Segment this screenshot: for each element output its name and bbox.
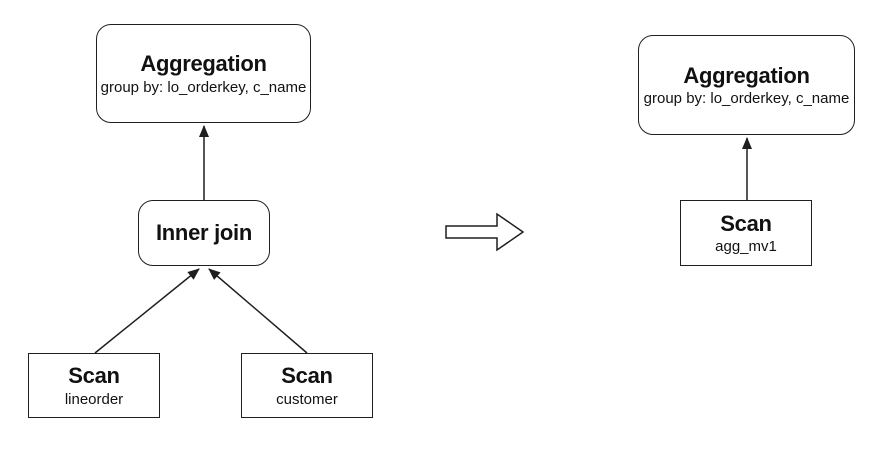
- node-aggregation-before: Aggregation group by: lo_orderkey, c_nam…: [96, 24, 311, 123]
- node-title: Aggregation: [140, 51, 267, 77]
- transform-right-arrow-icon: [445, 212, 525, 252]
- node-title: Scan: [68, 363, 120, 389]
- node-subtitle: agg_mv1: [715, 238, 777, 256]
- edge-scan-customer-to-inner-join: [208, 268, 308, 354]
- node-subtitle: customer: [276, 390, 338, 408]
- node-title: Inner join: [155, 220, 252, 246]
- node-inner-join: Inner join: [138, 200, 270, 266]
- node-scan-lineorder: Scan lineorder: [28, 353, 160, 418]
- edge-scan-lineorder-to-inner-join: [94, 268, 200, 354]
- node-title: Scan: [720, 210, 772, 236]
- node-scan-agg-mv1: Scan agg_mv1: [680, 200, 812, 266]
- node-subtitle: lineorder: [64, 390, 124, 408]
- node-title: Scan: [281, 363, 333, 389]
- node-aggregation-after: Aggregation group by: lo_orderkey, c_nam…: [638, 35, 855, 135]
- node-scan-customer: Scan customer: [241, 353, 373, 418]
- node-subtitle: group by: lo_orderkey, c_name: [643, 90, 850, 108]
- node-title: Aggregation: [683, 62, 810, 88]
- node-subtitle: group by: lo_orderkey, c_name: [100, 78, 307, 96]
